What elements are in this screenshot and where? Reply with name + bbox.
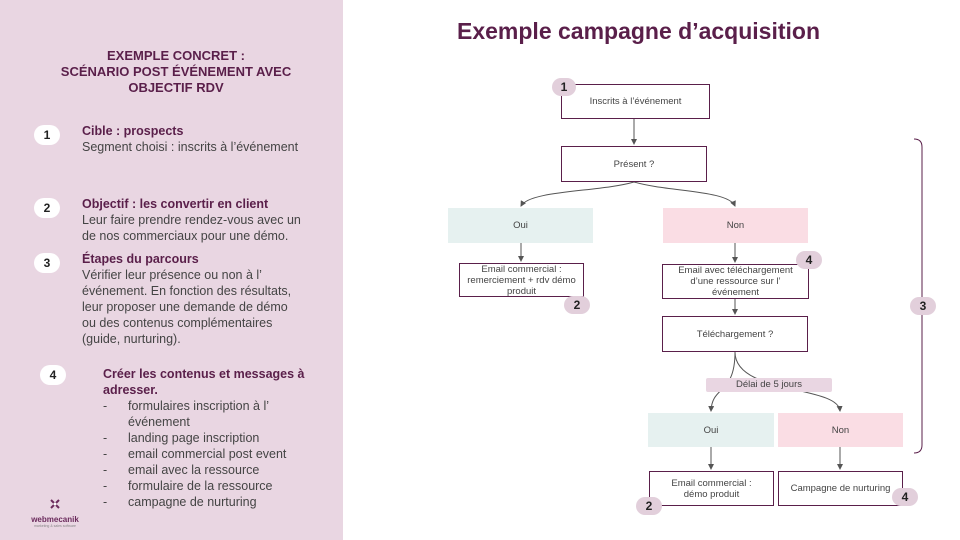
list-item-line: formulaires inscription à l’ xyxy=(128,399,270,413)
step-badge-3: 3 xyxy=(34,253,60,273)
section-heading: Étapes du parcours xyxy=(82,252,199,266)
node-oui-present: Oui xyxy=(448,208,593,243)
arrow-present-oui xyxy=(520,181,635,207)
list-item: - formulaire de la ressource xyxy=(103,478,286,494)
logo-tagline: marketing & sales software xyxy=(33,524,77,528)
node-present: Présent ? xyxy=(561,146,707,182)
node-inscrits: Inscrits à l’événement xyxy=(561,84,710,119)
node-email-telechargement: Email avec téléchargement d’une ressourc… xyxy=(662,264,809,299)
step-badge-2: 2 xyxy=(636,497,662,515)
step-badge-2: 2 xyxy=(34,198,60,218)
panel-title-line: SCÉNARIO POST ÉVÉNEMENT AVEC xyxy=(60,64,292,79)
bullet-dash: - xyxy=(103,431,108,445)
section-body-line: de nos commerciaux pour une démo. xyxy=(82,229,289,243)
node-line: Email commercial : xyxy=(671,477,752,489)
bullet-dash: - xyxy=(103,495,108,509)
node-email-commercial-rdv: Email commercial : remerciement + rdv dé… xyxy=(459,263,584,297)
node-line: Email avec téléchargement xyxy=(678,265,793,276)
panel-title-line: EXEMPLE CONCRET : xyxy=(107,48,245,63)
list-item-line: landing page inscription xyxy=(128,431,260,445)
list-item-line: campagne de nurturing xyxy=(128,495,257,509)
node-line: démo produit xyxy=(683,488,740,500)
section-heading: Cible : prospects xyxy=(82,124,184,138)
node-line: événement xyxy=(711,287,759,298)
section-body-line: (guide, nurturing). xyxy=(82,332,181,346)
section-objectif: Objectif : les convertir en client Leur … xyxy=(82,196,301,244)
node-non-telechargement: Non xyxy=(778,413,903,447)
section-heading: Objectif : les convertir en client xyxy=(82,197,269,211)
step-badge-1: 1 xyxy=(552,78,576,96)
list-item: - landing page inscription xyxy=(103,430,286,446)
content-list: - formulaires inscription à l’ événement… xyxy=(103,398,286,510)
list-item-line: email avec la ressource xyxy=(128,463,260,477)
section-body-line: leur proposer une demande de démo xyxy=(82,300,288,314)
list-item: - campagne de nurturing xyxy=(103,494,286,510)
panel-title: EXEMPLE CONCRET : SCÉNARIO POST ÉVÉNEMEN… xyxy=(40,48,312,96)
section-body: Segment choisi : inscrits à l’événement xyxy=(82,140,299,154)
node-line: Email commercial : xyxy=(481,263,562,275)
arrow-present-non xyxy=(633,181,736,207)
node-oui-telechargement: Oui xyxy=(648,413,774,447)
section-body-line: événement. En fonction des résultats, xyxy=(82,284,292,298)
step-badge-4: 4 xyxy=(892,488,918,506)
logo-name: webmecanik xyxy=(31,515,79,524)
step-badge-4: 4 xyxy=(40,365,66,385)
section-body-line: Vérifier leur présence ou non à l’ xyxy=(82,268,262,282)
section-body-line: ou des contenus complémentaires xyxy=(82,316,273,330)
webmecanik-logo: webmecanik marketing & sales software xyxy=(20,497,90,528)
list-item: - email commercial post event xyxy=(103,446,286,462)
node-line: d’une ressource sur l’ xyxy=(690,276,781,287)
section-etapes: Étapes du parcours Vérifier leur présenc… xyxy=(82,251,291,347)
left-panel: EXEMPLE CONCRET : SCÉNARIO POST ÉVÉNEMEN… xyxy=(0,0,343,540)
step-badge-3: 3 xyxy=(910,297,936,315)
section-heading-line: adresser. xyxy=(103,383,158,397)
section-body-line: Leur faire prendre rendez-vous avec un xyxy=(82,213,301,227)
step-badge-4: 4 xyxy=(796,251,822,269)
delay-label: Délai de 5 jours xyxy=(706,378,832,392)
node-line: produit xyxy=(506,285,537,297)
section-cible: Cible : prospects Segment choisi : inscr… xyxy=(82,123,298,155)
logo-mark-icon xyxy=(50,499,60,509)
section-heading-line: Créer les contenus et messages à xyxy=(103,367,305,381)
list-item: - formulaires inscription à l’ événement xyxy=(103,398,286,430)
step-badge-1: 1 xyxy=(34,125,60,145)
list-item-line: email commercial post event xyxy=(128,447,287,461)
section-contenus: Créer les contenus et messages à adresse… xyxy=(103,366,305,398)
step-badge-2: 2 xyxy=(564,296,590,314)
node-non-present: Non xyxy=(663,208,808,243)
bullet-dash: - xyxy=(103,479,108,493)
panel-title-line: OBJECTIF RDV xyxy=(128,80,224,95)
diagram-title: Exemple campagne d’acquisition xyxy=(457,18,820,44)
list-item: - email avec la ressource xyxy=(103,462,286,478)
node-nurturing: Campagne de nurturing xyxy=(778,471,903,506)
node-line: remerciement + rdv démo xyxy=(467,274,576,286)
node-telechargement: Téléchargement ? xyxy=(662,316,808,352)
list-item-line: événement xyxy=(128,415,190,429)
bullet-dash: - xyxy=(103,463,108,477)
node-email-commercial-demo: Email commercial : démo produit xyxy=(649,471,774,506)
bracket-right xyxy=(913,138,923,454)
bullet-dash: - xyxy=(103,399,108,413)
list-item-line: formulaire de la ressource xyxy=(128,479,273,493)
bullet-dash: - xyxy=(103,447,108,461)
